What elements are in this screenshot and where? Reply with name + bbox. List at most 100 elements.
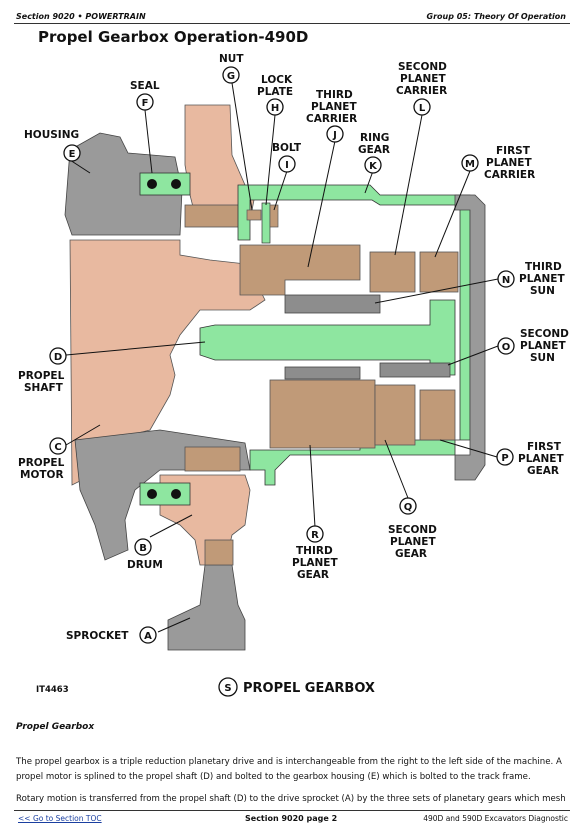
paragraph-1: The propel gearbox is a triple reduction… bbox=[16, 757, 562, 782]
label-l-2: PLANET bbox=[400, 73, 446, 85]
callout-n-circle bbox=[497, 270, 515, 288]
bearing-upper bbox=[184, 204, 241, 228]
label-q-1: SECOND bbox=[388, 524, 437, 536]
callout-r: R bbox=[311, 530, 319, 541]
bearing-lower bbox=[184, 446, 241, 472]
label-r-3: GEAR bbox=[297, 569, 329, 581]
label-d-2: SHAFT bbox=[24, 382, 64, 394]
callout-n: N bbox=[502, 275, 510, 286]
propel-shaft bbox=[199, 299, 456, 376]
first-carrier-block bbox=[419, 251, 459, 293]
sprocket-shape bbox=[167, 564, 246, 651]
gearbox-cutaway bbox=[64, 104, 486, 651]
callout-m: M bbox=[465, 159, 475, 170]
label-j-3: CARRIER bbox=[306, 113, 357, 125]
header-rule bbox=[14, 23, 570, 24]
callout-p: P bbox=[501, 453, 508, 464]
label-q-2: PLANET bbox=[390, 536, 436, 548]
second-carrier-block bbox=[369, 251, 416, 293]
seal-ring-2 bbox=[171, 179, 181, 189]
label-o-2: PLANET bbox=[520, 340, 566, 352]
section-title: Propel Gearbox bbox=[16, 722, 95, 732]
label-r-2: PLANET bbox=[292, 557, 338, 569]
callout-l-circle bbox=[413, 98, 431, 116]
seal-ring-3 bbox=[147, 489, 157, 499]
callout-l: L bbox=[419, 103, 426, 114]
callout-p-circle bbox=[496, 448, 514, 466]
label-nut: NUT bbox=[219, 53, 244, 65]
callout-f-circle bbox=[136, 93, 154, 111]
second-planet-gear bbox=[374, 384, 416, 446]
label-c-2: MOTOR bbox=[20, 469, 64, 481]
label-q-3: GEAR bbox=[395, 548, 427, 560]
seal-ring-1 bbox=[147, 179, 157, 189]
label-housing: HOUSING bbox=[24, 129, 79, 141]
seal-lower bbox=[139, 482, 191, 506]
header-group: Group 05: Theory Of Operation bbox=[426, 12, 566, 21]
label-m-1: FIRST bbox=[496, 145, 531, 157]
callout-r-circle bbox=[306, 525, 324, 543]
label-bolt: BOLT bbox=[272, 142, 302, 154]
callout-i-circle bbox=[278, 155, 296, 173]
figure-caption: PROPEL GEARBOX bbox=[243, 681, 375, 696]
label-c-1: PROPEL bbox=[18, 457, 65, 469]
third-sun-gear bbox=[284, 294, 381, 314]
callout-g-circle bbox=[222, 66, 240, 84]
propel-gearbox-diagram: HOUSING E SEAL F NUT G LOCK PLATE H BOLT… bbox=[18, 53, 569, 697]
callout-c-circle bbox=[49, 437, 67, 455]
label-j-2: PLANET bbox=[311, 101, 357, 113]
sprocket-bolt bbox=[204, 539, 234, 566]
paragraph-2: Rotary motion is transferred from the pr… bbox=[16, 794, 566, 804]
toc-link[interactable]: << Go to Section TOC bbox=[18, 814, 102, 823]
callout-b: B bbox=[139, 543, 147, 554]
callout-h-circle bbox=[266, 98, 284, 116]
label-d-1: PROPEL bbox=[18, 370, 65, 382]
callout-a: A bbox=[144, 631, 152, 642]
label-ring: RING bbox=[360, 132, 389, 144]
label-lock: LOCK bbox=[261, 74, 293, 86]
callout-i: I bbox=[285, 160, 289, 171]
callout-f: F bbox=[142, 98, 149, 109]
label-n-2: PLANET bbox=[519, 273, 565, 285]
label-l-3: CARRIER bbox=[396, 85, 447, 97]
label-j-1: THIRD bbox=[316, 89, 353, 101]
callout-k: K bbox=[369, 161, 378, 172]
callout-d-circle bbox=[49, 347, 67, 365]
label-p-1: FIRST bbox=[527, 441, 562, 453]
callout-e-circle bbox=[63, 144, 81, 162]
callout-q-circle bbox=[399, 497, 417, 515]
label-sprocket: SPROCKET bbox=[66, 630, 129, 642]
page-title: Propel Gearbox Operation-490D bbox=[38, 28, 309, 46]
callout-b-circle bbox=[134, 538, 152, 556]
callout-j: J bbox=[332, 130, 337, 141]
header-section: Section 9020 • POWERTRAIN bbox=[16, 12, 146, 21]
label-seal: SEAL bbox=[130, 80, 160, 92]
seal-upper bbox=[139, 172, 191, 196]
callout-a-circle bbox=[139, 626, 157, 644]
label-m-2: PLANET bbox=[486, 157, 532, 169]
lock-plate-part bbox=[261, 202, 271, 244]
label-m-3: CARRIER bbox=[484, 169, 535, 181]
label-gear-k: GEAR bbox=[358, 144, 390, 156]
label-r-1: THIRD bbox=[296, 545, 333, 557]
callout-o-circle bbox=[497, 337, 515, 355]
second-sun-gear bbox=[379, 362, 451, 378]
label-p-3: GEAR bbox=[527, 465, 559, 477]
callout-c: C bbox=[54, 442, 61, 453]
footer-page: Section 9020 page 2 bbox=[245, 814, 338, 823]
callout-e: E bbox=[69, 149, 76, 160]
label-drum: DRUM bbox=[127, 559, 163, 571]
first-planet-gear bbox=[419, 389, 456, 441]
callout-k-circle bbox=[364, 156, 382, 174]
callout-o: O bbox=[502, 342, 511, 353]
caption-letter: S bbox=[224, 683, 231, 694]
label-p-2: PLANET bbox=[518, 453, 564, 465]
nut-part bbox=[246, 209, 262, 221]
figure-id: IT4463 bbox=[36, 685, 69, 695]
third-planet-carrier bbox=[239, 244, 361, 296]
label-plate: PLATE bbox=[257, 86, 293, 98]
label-o-1: SECOND bbox=[520, 328, 569, 340]
callout-j-circle bbox=[326, 125, 344, 143]
label-o-3: SUN bbox=[530, 352, 555, 364]
leader-lines bbox=[65, 82, 499, 633]
